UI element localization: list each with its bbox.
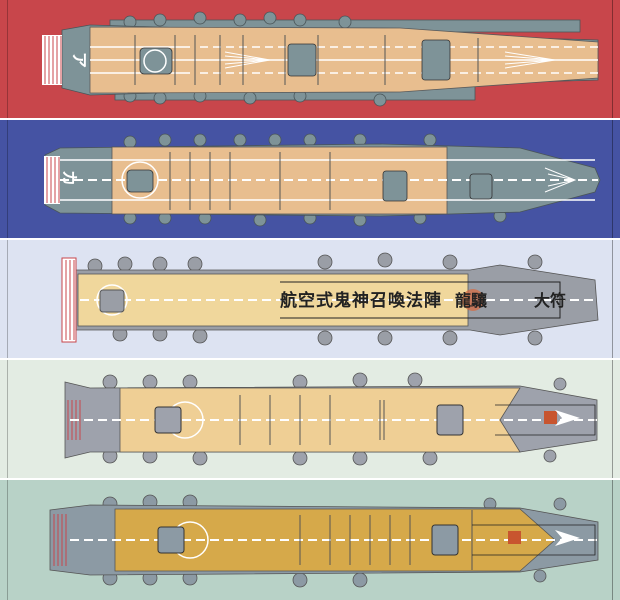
plate-3: 航空式鬼神召喚法陣 龍驤 大符 <box>0 240 620 358</box>
elevator-circle <box>143 49 167 73</box>
plate-1: ア <box>0 0 620 118</box>
scroll-text: 航空式鬼神召喚法陣 <box>280 290 442 311</box>
carrier-deck-plan-1: ア <box>42 11 599 107</box>
deck-marking: ア <box>70 52 89 68</box>
carrier-deck-plan-2: カ <box>44 133 601 227</box>
ship-name: 龍驤 <box>455 291 488 310</box>
deck-marking: カ <box>60 170 79 186</box>
red-seal <box>462 289 484 311</box>
carrier-deck-plan-5 <box>49 494 599 588</box>
carrier-deck-plan-4 <box>64 372 598 466</box>
stern-stripes <box>42 35 62 85</box>
plate-2: カ <box>0 120 620 238</box>
plate-4 <box>0 360 620 478</box>
carrier-deck-plan-3: 航空式鬼神召喚法陣 龍驤 大符 <box>61 252 599 346</box>
plate-5 <box>0 480 620 600</box>
bow-text: 大符 <box>534 291 566 310</box>
